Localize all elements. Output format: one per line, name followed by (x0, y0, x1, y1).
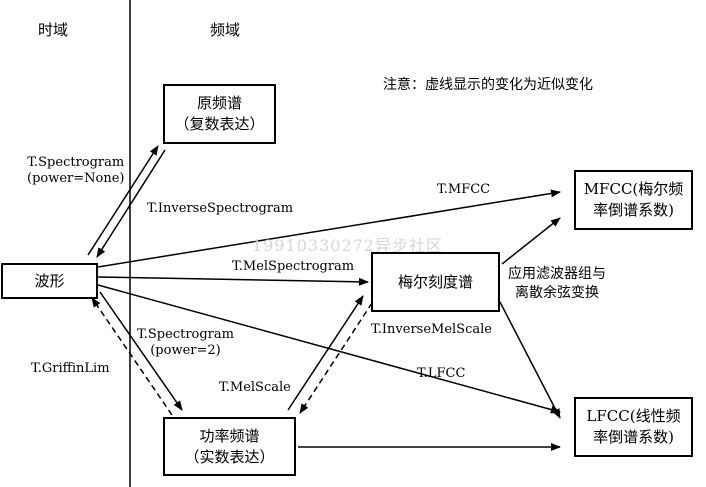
edge-spectrogram-none (87, 145, 159, 256)
raw-spectrum-subtitle: （复数表达） (174, 115, 265, 133)
spectrogram-none-label: T.Spectrogram (power=None) (27, 155, 125, 187)
edge-mel-scale (287, 295, 364, 411)
edge-mfcc (97, 189, 561, 268)
lfcc-subtitle: 率倒谱系数) (593, 428, 674, 446)
freq-domain-header: 频域 (210, 21, 241, 39)
edge-inverse-mel-scale (299, 302, 373, 414)
power-spectrum-subtitle: （实数表达） (184, 447, 275, 466)
raw-spectrum-title: 原频谱 (196, 94, 242, 112)
mfcc-title: MFCC(梅尔频 (583, 180, 684, 198)
griffin-lim-label: T.GriffinLim (31, 361, 110, 376)
time-domain-header: 时域 (38, 21, 69, 39)
inverse-mel-scale-label: T.InverseMelScale (371, 322, 492, 337)
waveform-node: 波形 (1, 263, 98, 299)
spectrogram-2-line1: T.Spectrogram (137, 327, 234, 342)
edge-spectrogram-2 (99, 291, 183, 411)
spectrogram-2-line2: (power=2) (150, 343, 221, 358)
mel-spectrum-label: 梅尔刻度谱 (397, 272, 473, 291)
mfcc-subtitle: 率倒谱系数) (593, 201, 674, 219)
edge-mel-to-lfcc (499, 301, 561, 419)
lfcc-edge-label: T.LFCC (417, 366, 466, 381)
approx-note: 注意：虚线显示的变化为近似变化 (383, 77, 593, 93)
mfcc-node: MFCC(梅尔频 率倒谱系数) (574, 170, 693, 230)
edge-mel-spectrogram (97, 276, 369, 286)
spectrogram-none-line2: (power=None) (27, 171, 125, 186)
edge-mel-to-mfcc (501, 217, 561, 265)
inverse-spectrogram-label: T.InverseSpectrogram (147, 201, 294, 216)
edge-inverse-spectrogram (96, 149, 166, 258)
watermark: 19910330272异步社区 (252, 236, 443, 255)
edge-griffin-lim (91, 297, 173, 416)
filterbank-dct-line1: 应用滤波器组与 (508, 266, 606, 282)
mel-scale-label: T.MelScale (219, 380, 291, 395)
spectrogram-none-line1: T.Spectrogram (27, 155, 125, 170)
lfcc-title: LFCC(线性频 (586, 407, 681, 425)
spectrogram-2-label: T.Spectrogram (power=2) (137, 327, 234, 359)
filterbank-dct-label: 应用滤波器组与 离散余弦变换 (508, 265, 606, 303)
power-spectrum-node: 功率频谱 （实数表达） (163, 417, 296, 476)
power-spectrum-title: 功率频谱 (199, 426, 260, 445)
filterbank-dct-line2: 离散余弦变换 (515, 285, 599, 301)
mfcc-edge-label: T.MFCC (437, 182, 491, 197)
waveform-label: 波形 (34, 271, 65, 290)
mel-spectrum-node: 梅尔刻度谱 (371, 252, 500, 312)
lfcc-node: LFCC(线性频 率倒谱系数) (574, 397, 693, 457)
mel-spectrogram-label: T.MelSpectrogram (232, 259, 355, 274)
raw-spectrum-node: 原频谱 （复数表达） (163, 84, 276, 144)
